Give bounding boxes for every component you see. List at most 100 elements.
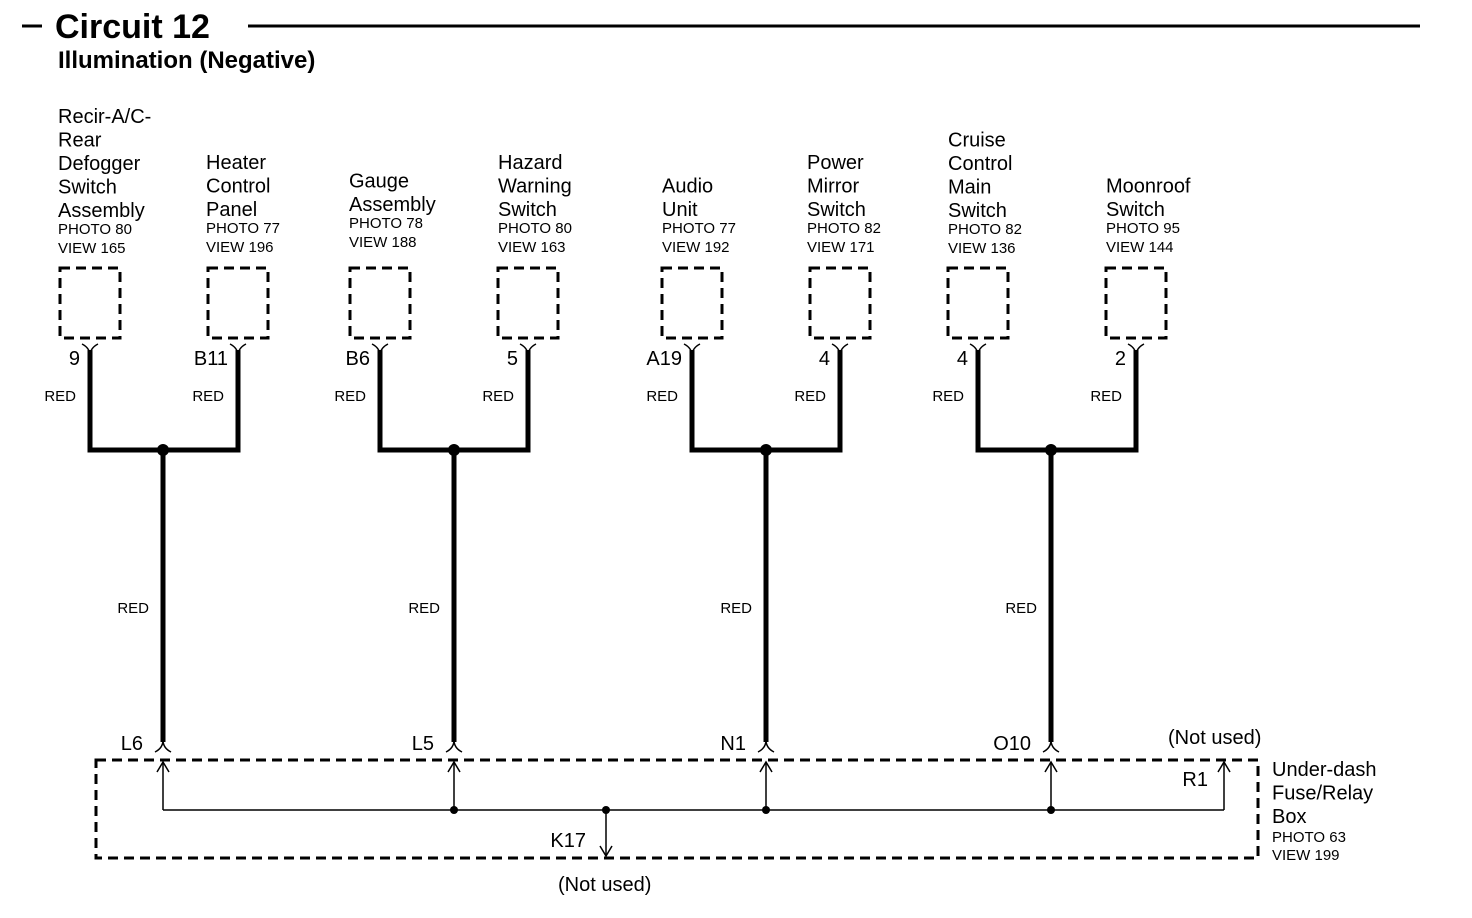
connector-pin-number: 9 — [69, 348, 80, 370]
trunk-1: RED L6 — [87, 444, 241, 755]
wire-color-label: RED — [44, 388, 76, 405]
junction-dot — [450, 806, 458, 814]
connector-pin-number: B6 — [346, 348, 370, 370]
connector-box — [206, 266, 270, 340]
arrow-down-icon — [599, 845, 613, 858]
fuse-box: R1 (Not used) K17 (Not used) Under-dashFuse/… — [94, 727, 1377, 896]
component-name-line: Unit — [662, 199, 698, 221]
component-view-ref: VIEW 196 — [206, 239, 274, 256]
circuit-title: Circuit 12 — [55, 8, 210, 46]
not-used-note: (Not used) — [1168, 727, 1261, 749]
component-name-line: Audio — [662, 176, 713, 198]
connector-box — [946, 266, 1010, 340]
trunk-wire-label: RED — [720, 600, 752, 617]
component-view-ref: VIEW 188 — [349, 234, 417, 251]
component-name-line: Switch — [498, 199, 557, 221]
trunk-3: RED N1 — [689, 444, 843, 755]
component-photo-ref: PHOTO 77 — [206, 220, 280, 237]
component-view-ref: VIEW 192 — [662, 239, 730, 256]
terminal-label: N1 — [720, 733, 746, 755]
component-name-line: Switch — [58, 177, 117, 199]
component-name-line: Main — [948, 177, 991, 199]
connector-box — [348, 266, 412, 340]
component-name-line: Power — [807, 152, 864, 174]
arrow-up-icon — [1217, 760, 1231, 773]
component-name-line: Warning — [498, 176, 572, 198]
terminal-label: O10 — [993, 733, 1031, 755]
trunk-wire-label: RED — [408, 600, 440, 617]
component-name-line: Switch — [948, 200, 1007, 222]
connector-pin-number: 2 — [1115, 348, 1126, 370]
wire-color-label: RED — [1090, 388, 1122, 405]
fuse-box-view-ref: VIEW 199 — [1272, 847, 1340, 864]
component-view-ref: VIEW 144 — [1106, 239, 1174, 256]
component-view-ref: VIEW 165 — [58, 240, 126, 257]
fuse-box-name-line: Box — [1272, 806, 1306, 828]
wires-layer: RED L6 RED L5 RED N1 RED O10 — [87, 444, 1139, 755]
junction-dot — [1047, 806, 1055, 814]
terminal-symbol — [757, 739, 775, 753]
components-layer: Recir-A/C-RearDefoggerSwitchAssemblyPHOT… — [44, 106, 1191, 450]
component-photo-ref: PHOTO 95 — [1106, 220, 1180, 237]
trunk-wire-label: RED — [1005, 600, 1037, 617]
component-name-line: Panel — [206, 199, 257, 221]
arrow-up-icon — [447, 760, 461, 773]
not-used-note: (Not used) — [558, 874, 651, 896]
component-name-line: Assembly — [58, 200, 145, 222]
component-name-line: Switch — [1106, 199, 1165, 221]
wire-color-label: RED — [192, 388, 224, 405]
terminal-label-k17: K17 — [550, 830, 586, 852]
connector-box — [1104, 266, 1168, 340]
wire-color-label: RED — [482, 388, 514, 405]
connector-pin-number: 4 — [957, 348, 968, 370]
wire-color-label: RED — [932, 388, 964, 405]
junction-dot — [762, 806, 770, 814]
terminal-symbol — [1042, 739, 1060, 753]
wire-color-label: RED — [646, 388, 678, 405]
fuse-box-name-line: Fuse/Relay — [1272, 783, 1373, 805]
component-name-line: Control — [206, 176, 270, 198]
trunk-wire-label: RED — [117, 600, 149, 617]
fuse-box-outline — [94, 758, 1260, 860]
connector-pin-number: 5 — [507, 348, 518, 370]
connector-box — [58, 266, 122, 340]
trunk-4: RED O10 — [975, 444, 1139, 755]
arrow-up-icon — [156, 760, 170, 773]
component-photo-ref: PHOTO 78 — [349, 215, 423, 232]
circuit-subtitle: Illumination (Negative) — [58, 47, 315, 74]
component-photo-ref: PHOTO 77 — [662, 220, 736, 237]
component-name-line: Switch — [807, 199, 866, 221]
component-photo-ref: PHOTO 80 — [58, 221, 132, 238]
component-photo-ref: PHOTO 82 — [948, 221, 1022, 238]
terminal-label-r1: R1 — [1182, 769, 1208, 791]
wire-color-label: RED — [794, 388, 826, 405]
component-name-line: Gauge — [349, 171, 409, 193]
component-name-line: Control — [948, 153, 1012, 175]
component-name-line: Cruise — [948, 130, 1006, 152]
terminal-label: L5 — [412, 733, 434, 755]
connector-pin-number: A19 — [646, 348, 682, 370]
component-name-line: Heater — [206, 152, 266, 174]
terminal-label: L6 — [121, 733, 143, 755]
component-view-ref: VIEW 171 — [807, 239, 875, 256]
component-view-ref: VIEW 163 — [498, 239, 566, 256]
arrow-up-icon — [759, 760, 773, 773]
connector-pin-number: B11 — [194, 348, 228, 370]
connector-box — [660, 266, 724, 340]
component-name-line: Mirror — [807, 176, 860, 198]
trunk-2: RED L5 — [377, 444, 531, 755]
component-name-line: Assembly — [349, 194, 436, 216]
component-name-line: Hazard — [498, 152, 562, 174]
connector-box — [808, 266, 872, 340]
component-1: Recir-A/C-RearDefoggerSwitchAssemblyPHOT… — [44, 106, 151, 450]
fuse-box-name-line: Under-dash — [1272, 759, 1377, 781]
component-name-line: Recir-A/C- — [58, 106, 151, 128]
component-name-line: Defogger — [58, 153, 141, 175]
